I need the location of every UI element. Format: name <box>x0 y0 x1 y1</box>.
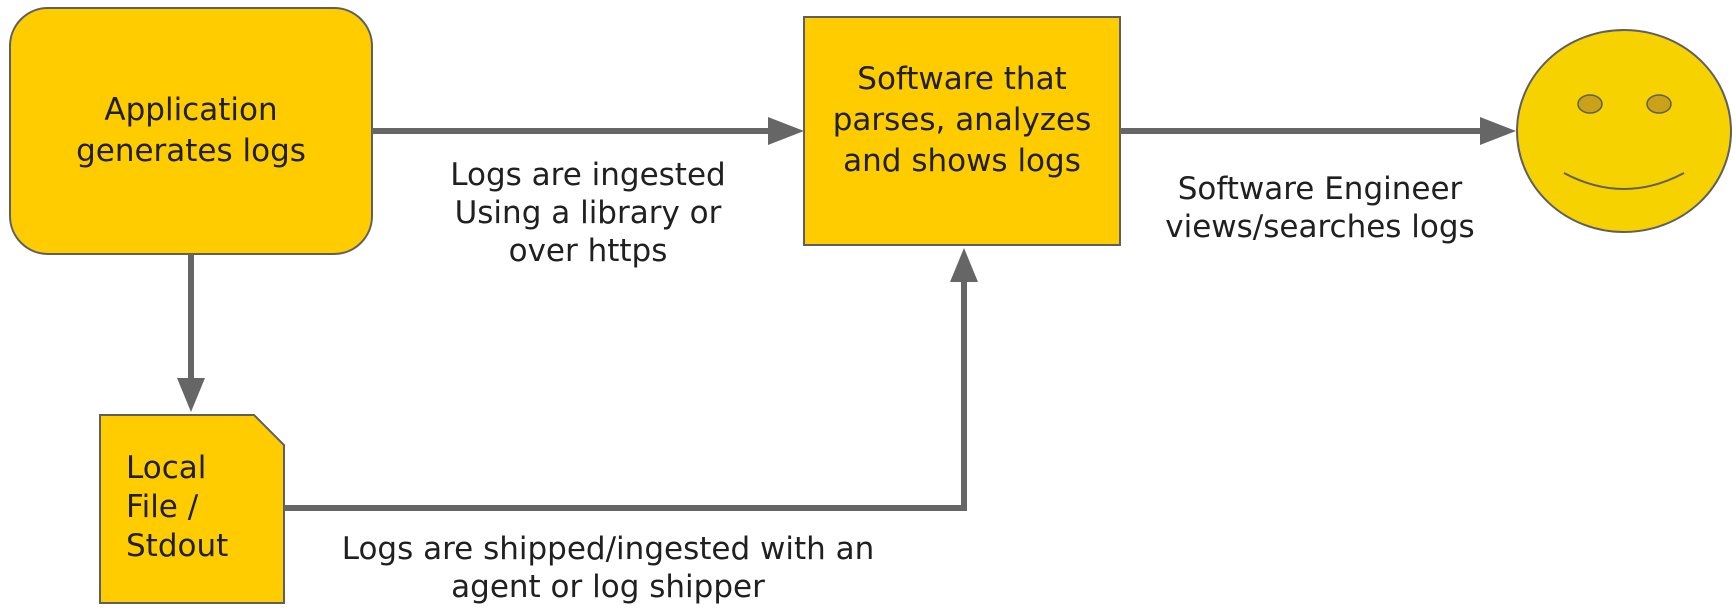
local-file-label-line-1: Local <box>126 450 207 486</box>
edge-label-local-to-software-line-1: Logs are shipped/ingested with an <box>341 531 875 567</box>
arrowhead-app-to-software <box>768 117 804 145</box>
smiley-face-icon <box>1516 29 1732 233</box>
edge-label-app-to-software: Logs are ingested Using a library or ove… <box>430 156 746 270</box>
smiley-mouth <box>1563 172 1685 190</box>
arrowhead-local-to-software <box>950 248 978 282</box>
edge-label-app-to-software-line-2: Using a library or <box>454 195 722 231</box>
arrow-local-to-software <box>284 280 967 511</box>
local-file-node <box>99 414 285 604</box>
edge-label-local-to-software: Logs are shipped/ingested with an agent … <box>310 530 906 606</box>
edge-label-software-to-engineer-line-2: views/searches logs <box>1165 209 1475 245</box>
software-label-line-1: Software that <box>857 60 1067 97</box>
arrowhead-app-to-local <box>177 378 205 412</box>
smiley-right-eye <box>1646 94 1672 114</box>
application-label-line-1: Application <box>104 92 278 128</box>
software-node-label: Software that parses, analyzes and shows… <box>804 17 1120 245</box>
edge-label-app-to-software-line-3: over https <box>508 233 668 269</box>
local-file-label-line-2: File / <box>126 489 199 525</box>
edge-label-local-to-software-line-2: agent or log shipper <box>451 569 765 605</box>
software-label-line-2: parses, analyzes <box>832 101 1092 138</box>
software-label-line-3: and shows logs <box>843 142 1081 179</box>
arrowhead-software-to-engineer <box>1480 117 1516 145</box>
smiley-left-eye <box>1577 94 1603 114</box>
application-node-label: Application generates logs <box>10 8 372 254</box>
edge-label-app-to-software-line-1: Logs are ingested <box>450 157 726 193</box>
edge-label-software-to-engineer: Software Engineer views/searches logs <box>1150 170 1490 246</box>
local-file-node-label: Local File / Stdout <box>126 449 276 599</box>
smiley-head <box>1516 29 1732 233</box>
edge-label-software-to-engineer-line-1: Software Engineer <box>1177 171 1463 207</box>
application-label-line-2: generates logs <box>76 133 306 169</box>
local-file-label-line-3: Stdout <box>126 528 229 564</box>
software-node <box>803 16 1121 246</box>
